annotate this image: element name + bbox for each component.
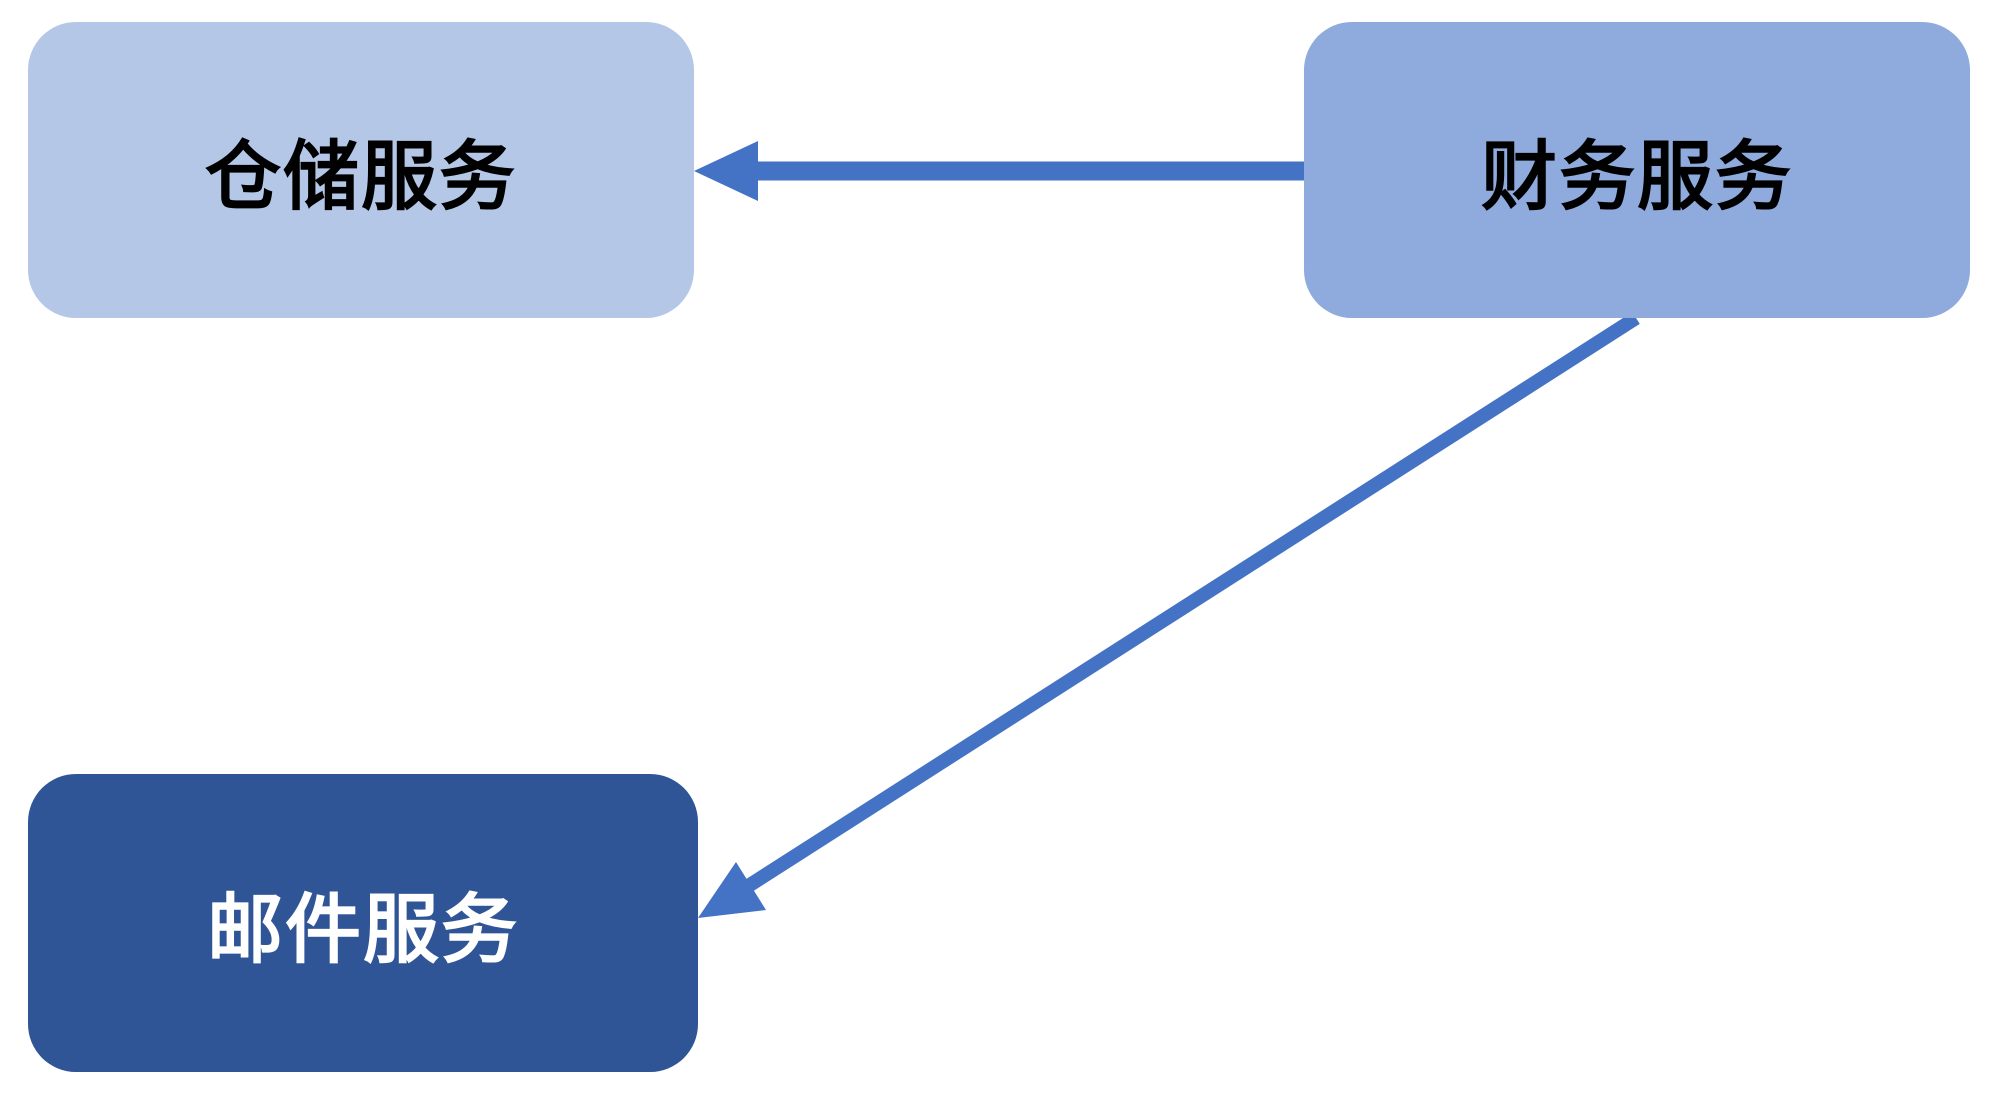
arrowhead-icon bbox=[698, 862, 766, 918]
edge-finance-to-storage bbox=[694, 141, 1304, 201]
edge-finance-to-mail bbox=[698, 312, 1640, 918]
finance-service-label: 财务服务 bbox=[1481, 132, 1793, 221]
storage-service-node[interactable]: 仓储服务 bbox=[28, 22, 694, 318]
finance-service-node[interactable]: 财务服务 bbox=[1304, 22, 1970, 318]
mail-service-node[interactable]: 邮件服务 bbox=[28, 774, 698, 1072]
storage-service-label: 仓储服务 bbox=[205, 132, 517, 221]
edge-line bbox=[738, 312, 1640, 896]
arrowhead-icon bbox=[694, 141, 758, 201]
mail-service-label: 邮件服务 bbox=[207, 885, 519, 974]
